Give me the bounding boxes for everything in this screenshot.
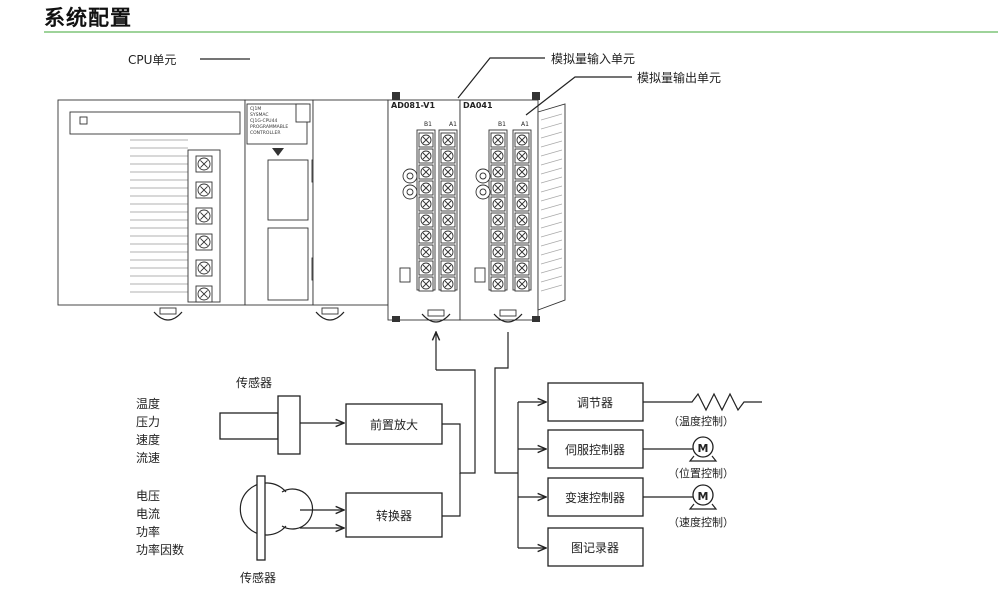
speed-control-label: （速度控制） [668, 515, 734, 529]
measurement-top-2: 速度 [136, 432, 160, 447]
terminal-screw-icon [418, 148, 434, 164]
terminal-screw-icon [418, 212, 434, 228]
measurement-bottom-1: 电流 [136, 507, 160, 521]
terminal-screw-icon [418, 260, 434, 276]
terminal-screw-icon [490, 228, 506, 244]
sensor-top-label: 传感器 [236, 375, 272, 390]
recorder-label: 图记录器 [571, 541, 619, 555]
recorder-box [547, 527, 644, 567]
terminal-screw-icon [440, 212, 456, 228]
input-terminal-a1-label: A1 [449, 121, 457, 128]
preamp-box [345, 403, 443, 445]
temp-control-label: （温度控制） [668, 414, 734, 428]
terminal-screw-icon [514, 196, 530, 212]
terminal-screw-icon [490, 212, 506, 228]
terminal-screw-icon [514, 244, 530, 260]
terminal-screw-icon [514, 228, 530, 244]
speed-controller-label: 变速控制器 [565, 490, 625, 505]
terminal-screw-icon [440, 276, 456, 292]
motor-symbol-speed: M [698, 490, 709, 503]
converter-box [345, 492, 443, 538]
terminal-screw-icon [440, 228, 456, 244]
measurement-top-3: 流速 [136, 451, 160, 465]
motor-symbol-position: M [698, 442, 709, 455]
terminal-screw-icon [514, 260, 530, 276]
terminal-screw-icon [418, 132, 434, 148]
terminal-screw-icon [490, 148, 506, 164]
mounting-clip-icon [493, 309, 523, 323]
measurement-top-0: 温度 [136, 396, 160, 411]
terminal-screw-icon [195, 259, 213, 277]
terminal-screw-icon [418, 244, 434, 260]
measurement-bottom-3: 功率因数 [136, 542, 184, 557]
mounting-clip-icon [315, 307, 345, 321]
terminal-screw-icon [490, 132, 506, 148]
measurement-bottom-2: 功率 [136, 524, 160, 539]
terminal-screw-icon [440, 260, 456, 276]
terminal-screw-icon [440, 148, 456, 164]
terminal-screw-icon [514, 276, 530, 292]
terminal-screw-icon [418, 180, 434, 196]
sensor-bottom-label: 传感器 [240, 570, 276, 585]
terminal-screw-icon [418, 276, 434, 292]
sensor-top-probe [219, 412, 279, 440]
terminal-screw-icon [418, 196, 434, 212]
preamp-label: 前置放大 [370, 417, 418, 432]
terminal-screw-icon [195, 207, 213, 225]
measurement-bottom-0: 电压 [136, 489, 160, 503]
terminal-screw-icon [514, 132, 530, 148]
input-terminal-b1-label: B1 [424, 121, 432, 128]
terminal-screw-icon [440, 196, 456, 212]
svg-text:PROGRAMMABLE: PROGRAMMABLE [250, 124, 288, 130]
page-title: 系统配置 [44, 6, 132, 30]
svg-text:SYSMAC: SYSMAC [250, 112, 269, 118]
terminal-screw-icon [514, 180, 530, 196]
position-control-label: （位置控制） [668, 466, 734, 480]
terminal-screw-icon [490, 276, 506, 292]
title-divider [44, 31, 998, 33]
measurement-top-1: 压力 [136, 415, 160, 429]
svg-text:CJ1M: CJ1M [250, 106, 261, 112]
analog-input-unit-label: 模拟量输入单元 [551, 51, 635, 66]
terminal-screw-icon [514, 212, 530, 228]
terminal-screw-icon [490, 164, 506, 180]
terminal-screw-icon [418, 164, 434, 180]
output-terminal-b1-label: B1 [498, 121, 506, 128]
terminal-screw-icon [195, 285, 213, 303]
terminal-screw-icon [195, 233, 213, 251]
terminal-screw-icon [490, 260, 506, 276]
terminal-screw-icon [440, 180, 456, 196]
terminal-screw-icon [514, 164, 530, 180]
terminal-screw-icon [514, 148, 530, 164]
terminal-screw-icon [195, 155, 213, 173]
heater-resistor-icon [643, 392, 762, 412]
sensor-top-flange [277, 395, 301, 455]
plc-rack: CJ1M SYSMAC CJ1G-CPU44 PROGRAMMABLE CONT… [57, 92, 566, 323]
svg-text:CONTROLLER: CONTROLLER [250, 130, 280, 136]
terminal-screw-icon [440, 164, 456, 180]
svg-text:CJ1G-CPU44: CJ1G-CPU44 [250, 118, 277, 124]
output-model-label: DA041 [463, 101, 493, 110]
terminal-screw-icon [490, 244, 506, 260]
input-model-label: AD081-V1 [391, 101, 435, 110]
output-terminal-a1-label: A1 [521, 121, 529, 128]
motor-icon-position [688, 436, 718, 462]
terminal-screw-icon [490, 180, 506, 196]
sensor-bottom-ring [239, 475, 314, 561]
terminal-screw-icon [195, 181, 213, 199]
servo-controller-label: 伺服控制器 [565, 443, 625, 457]
mounting-clip-icon [153, 307, 183, 321]
terminal-screw-icon [418, 228, 434, 244]
regulator-box [547, 382, 644, 422]
cpu-unit-label: CPU单元 [128, 53, 176, 67]
mounting-clip-icon [421, 309, 451, 323]
terminal-screw-icon [440, 132, 456, 148]
terminal-screw-icon [490, 196, 506, 212]
converter-label: 转换器 [376, 508, 412, 523]
analog-output-unit-label: 模拟量输出单元 [637, 70, 721, 85]
regulator-label: 调节器 [577, 396, 613, 410]
motor-icon-speed [688, 484, 718, 510]
terminal-screw-icon [440, 244, 456, 260]
